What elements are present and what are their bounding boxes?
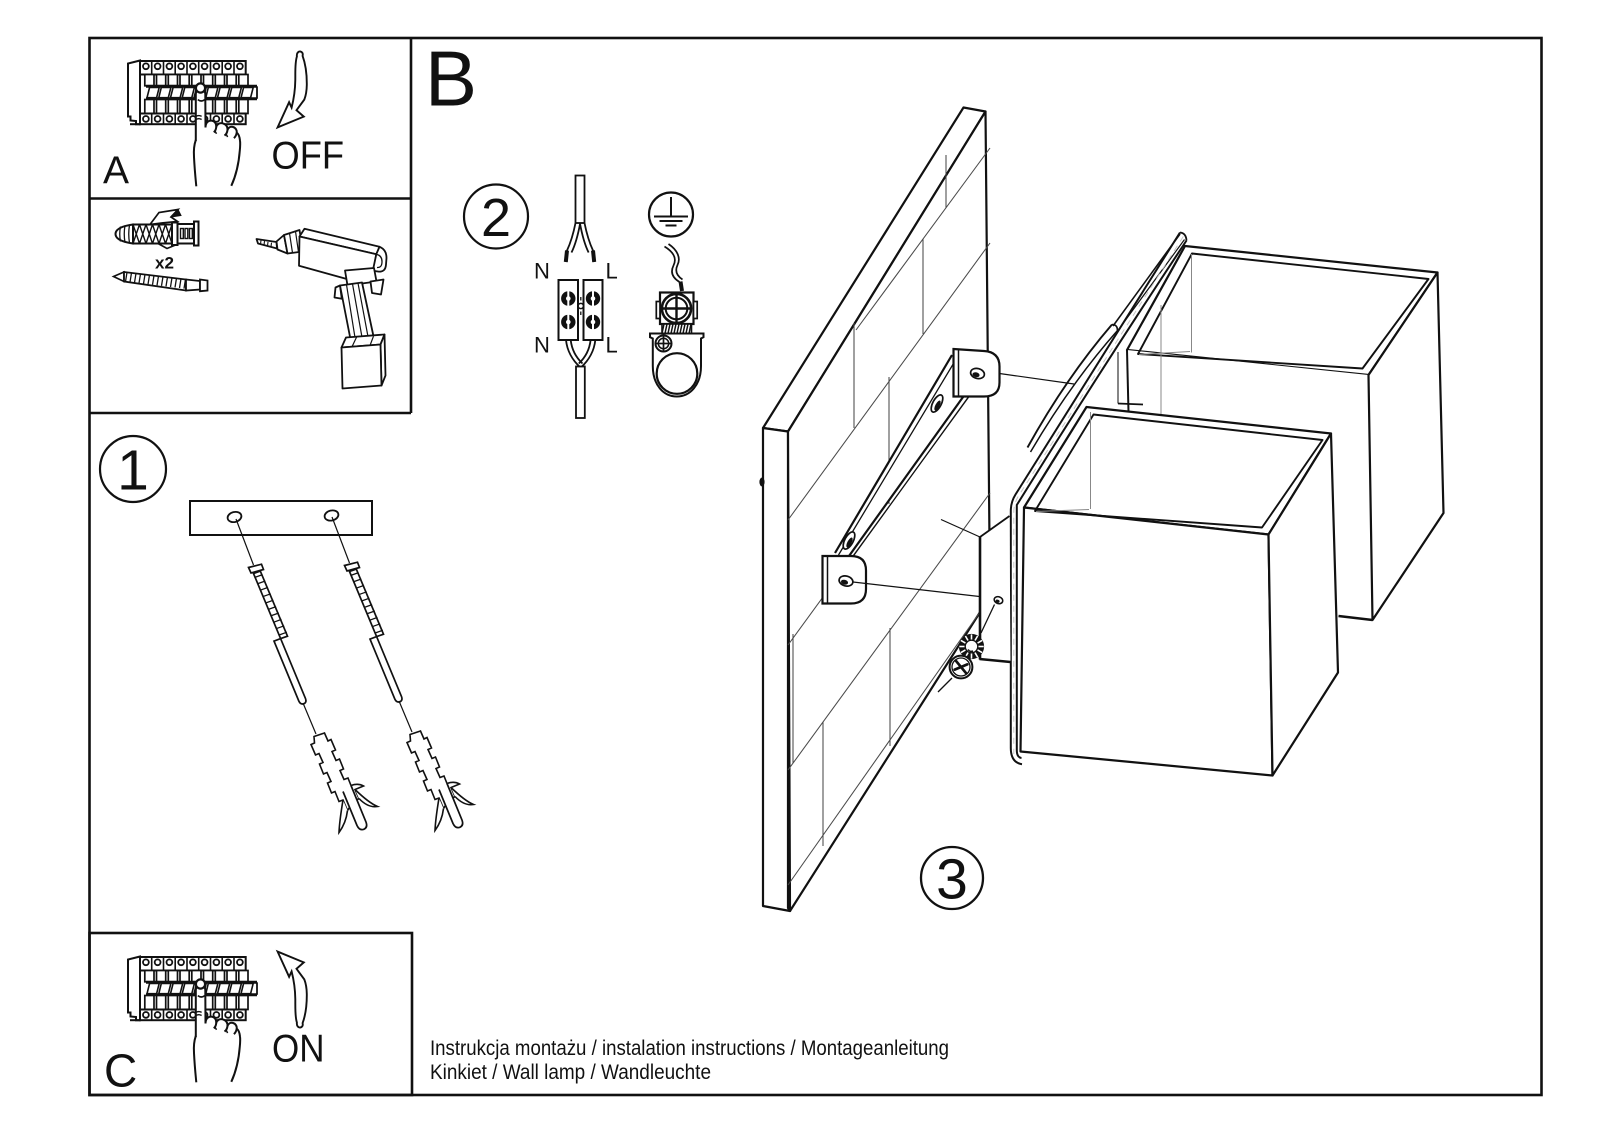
svg-text:Instrukcja montażu / instalati: Instrukcja montażu / instalation instruc… (430, 1036, 949, 1060)
svg-text:B: B (425, 35, 477, 123)
svg-text:3: 3 (936, 848, 968, 912)
svg-text:N: N (534, 333, 550, 358)
svg-text:L: L (606, 333, 618, 358)
svg-text:C: C (104, 1045, 137, 1097)
svg-text:N: N (534, 259, 550, 284)
svg-text:A: A (103, 150, 129, 193)
svg-text:2: 2 (481, 188, 511, 248)
svg-text:Kinkiet / Wall lamp / Wandleuc: Kinkiet / Wall lamp / Wandleuchte (430, 1060, 711, 1084)
svg-text:x2: x2 (155, 254, 174, 273)
svg-text:OFF: OFF (272, 134, 345, 177)
svg-text:1: 1 (117, 439, 149, 503)
svg-text:L: L (606, 259, 618, 284)
svg-text:ON: ON (272, 1028, 325, 1071)
